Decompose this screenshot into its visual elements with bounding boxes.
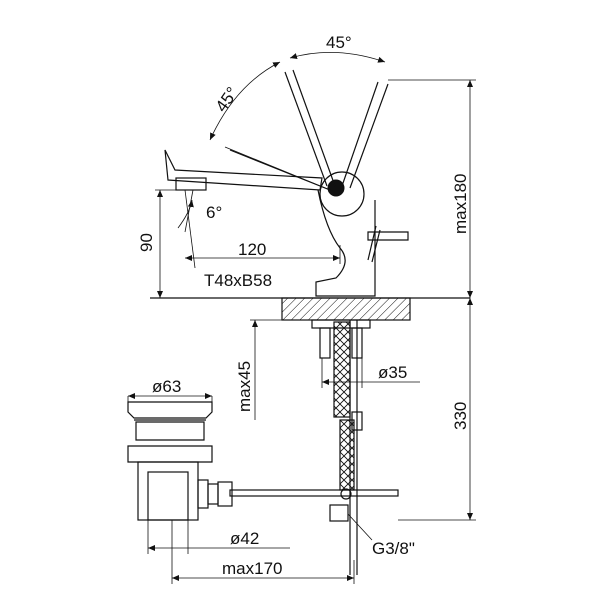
- dim-base-size: T48xB58: [204, 271, 272, 290]
- under-counter-fittings: [229, 319, 399, 575]
- mixer-body: [164, 69, 409, 297]
- dim-height-max180: max180: [451, 174, 470, 234]
- dim-dia-42: ø42: [230, 529, 259, 548]
- dim-angle-spout: 6°: [206, 203, 222, 222]
- dim-length-max170: max170: [222, 559, 282, 578]
- counter-slab: [281, 297, 411, 321]
- dim-angle-top: 45°: [326, 33, 352, 52]
- dim-angle-left: 45°: [212, 84, 242, 116]
- drain-assembly: [127, 401, 233, 521]
- dim-dia-35: ø35: [378, 363, 407, 382]
- dim-thread-g38: G3/8": [372, 539, 415, 558]
- dim-height-90: 90: [137, 233, 156, 252]
- dim-depth-max45: max45: [235, 361, 254, 412]
- dim-dia-63: ø63: [152, 377, 181, 396]
- dimension-lines: [127, 79, 476, 584]
- dim-reach-120: 120: [238, 240, 266, 259]
- dim-height-330: 330: [451, 402, 470, 430]
- angle-arcs: [177, 52, 386, 269]
